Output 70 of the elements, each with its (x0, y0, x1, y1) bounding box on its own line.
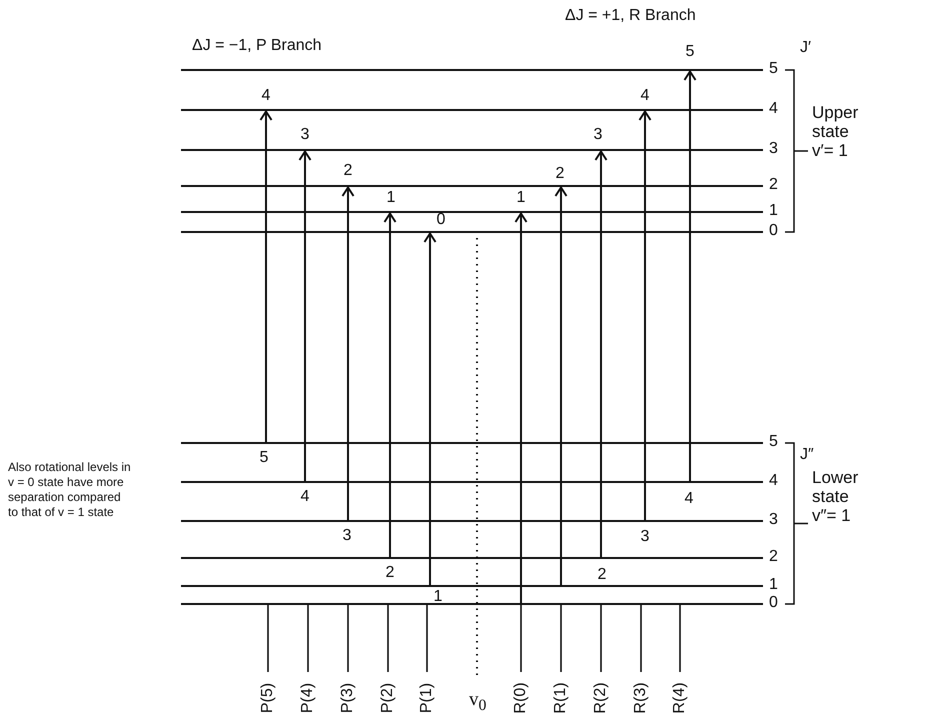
level-number: 1 (433, 589, 443, 605)
level-number: 2 (343, 163, 353, 179)
energy-level-line (181, 442, 763, 444)
level-number: 2 (385, 565, 395, 581)
level-number: 3 (640, 529, 650, 545)
level-number: 4 (769, 473, 778, 489)
level-number: 0 (769, 595, 778, 611)
line-label: R(1) (553, 681, 569, 716)
transition-arrow (554, 186, 568, 585)
level-number: 3 (769, 512, 778, 528)
line-label: P(1) (419, 682, 435, 716)
transition-arrow (514, 212, 528, 603)
level-number: 4 (261, 88, 271, 104)
transition-arrow (342, 186, 354, 520)
level-number: 1 (386, 190, 396, 206)
energy-level-line (181, 185, 763, 187)
quantum-number-label: J″ (800, 447, 814, 463)
state-label: Lower state v″= 1 (812, 468, 860, 525)
transition-arrow (298, 150, 312, 481)
energy-level-line (181, 557, 763, 559)
level-number: 2 (769, 177, 778, 193)
energy-level-line (181, 603, 763, 605)
line-label: P(2) (380, 682, 396, 716)
level-number: 2 (769, 549, 778, 565)
energy-level-line (181, 69, 763, 71)
energy-level-line (181, 520, 763, 522)
level-number: 5 (769, 434, 778, 450)
level-number: 4 (769, 101, 778, 117)
level-number: 2 (597, 567, 607, 583)
transition-arrow (594, 150, 608, 557)
level-number: 5 (769, 61, 778, 77)
line-label: P(3) (340, 682, 356, 716)
level-number: 0 (769, 223, 778, 239)
level-number: 4 (300, 489, 310, 505)
branch-label: ΔJ = −1, P Branch (192, 38, 322, 54)
line-label: R(4) (672, 681, 688, 716)
line-label: R(2) (593, 681, 609, 716)
transition-arrow (384, 212, 396, 557)
branch-label: ΔJ = +1, R Branch (565, 8, 696, 24)
note-text: Also rotational levels in v = 0 state have more separation compared to that of v = 1 state (8, 460, 132, 520)
level-number: 0 (436, 212, 446, 228)
state-label: Upper state v′= 1 (812, 103, 860, 160)
level-number: 1 (769, 203, 778, 219)
transition-arrow (684, 70, 696, 481)
line-label: R(3) (633, 681, 649, 716)
line-label: v$_{0}$ (469, 690, 486, 714)
level-number: 1 (516, 190, 526, 206)
line-label: P(5) (260, 682, 276, 716)
level-number: 3 (342, 528, 352, 544)
level-number: 3 (593, 127, 603, 143)
level-number: 5 (685, 44, 695, 60)
energy-level-line (181, 211, 763, 213)
level-number: 2 (555, 166, 565, 182)
energy-level-line (181, 231, 763, 233)
line-label: R(0) (513, 681, 529, 716)
energy-level-line (181, 149, 763, 151)
level-number: 4 (684, 491, 694, 507)
level-number: 5 (259, 450, 269, 466)
quantum-number-label: J′ (800, 40, 811, 56)
transition-arrow (638, 110, 652, 520)
line-label: P(4) (300, 682, 316, 716)
energy-level-line (181, 585, 763, 587)
level-number: 3 (300, 127, 310, 143)
energy-level-line (181, 109, 763, 111)
level-number: 1 (769, 577, 778, 593)
energy-level-line (181, 481, 763, 483)
transition-arrow (424, 232, 436, 585)
level-number: 4 (640, 88, 650, 104)
level-number: 3 (769, 141, 778, 157)
transition-arrow (260, 110, 272, 442)
